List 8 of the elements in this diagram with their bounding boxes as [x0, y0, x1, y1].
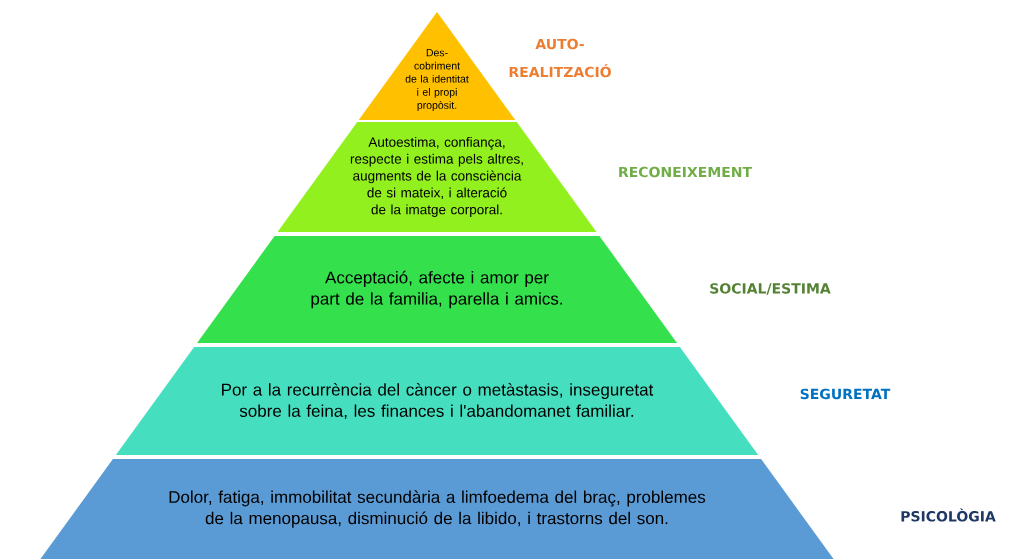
pyramid-band: Acceptació, afecte i amor per part de la familia, parella i amics. — [197, 236, 677, 343]
level-label: RECONEIXEMENT — [619, 166, 752, 178]
level-label: SOCIAL/ESTIMA — [710, 283, 831, 295]
level-label: SEGURETAT — [800, 388, 891, 400]
level-label: PSICOLÒGIA — [901, 508, 996, 522]
pyramid-band: Dolor, fatiga, immobilitat secundària a limfoedema del braç, problemes de la menopausa, disminució de la libido, i trastorns del son. — [40, 459, 834, 559]
pyramid-band: Autoestima, confiança, respecte i estima pels altres, augments de la consciència de si mateix, i alteració de la imatge corporal. — [277, 122, 597, 232]
pyramid-band: Por a la recurrència del càncer o metàstasis, inseguretat sobre la feina, les finances i l'abandomanet familiar. — [115, 347, 759, 455]
